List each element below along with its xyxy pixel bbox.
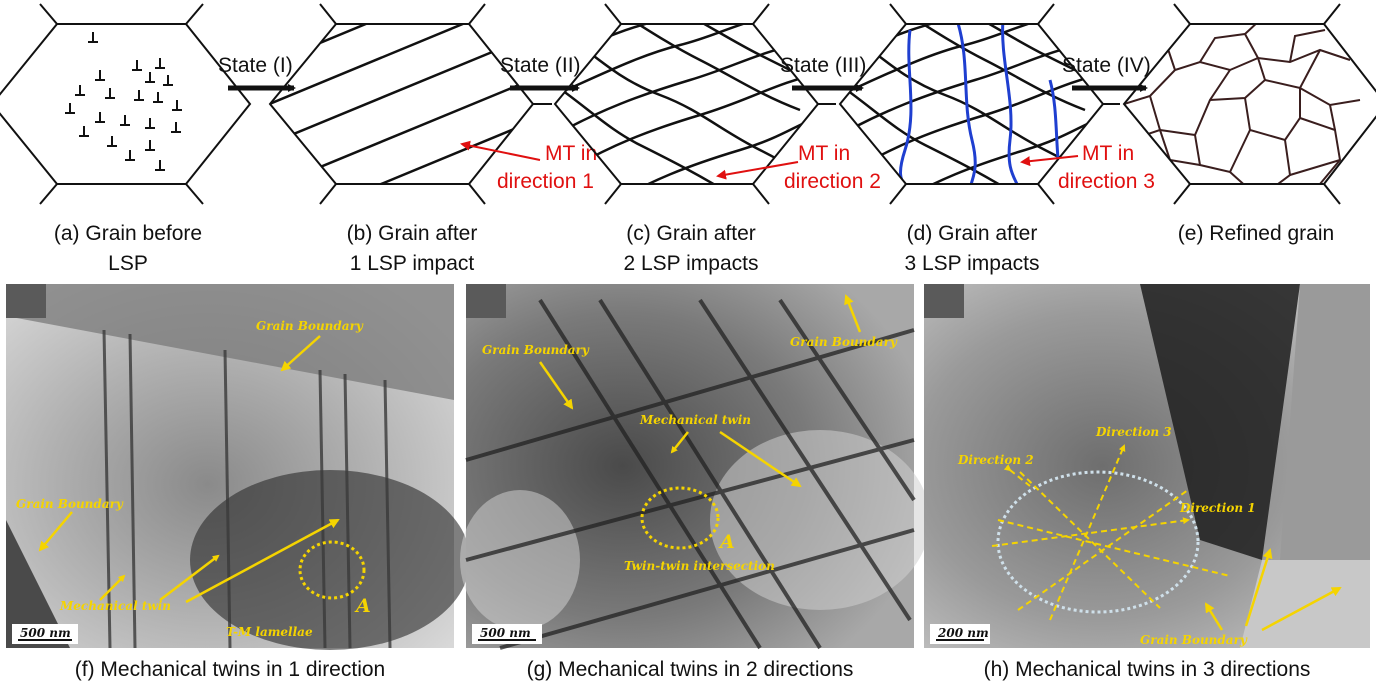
h-direction-2-label: Direction 2 <box>957 453 1034 467</box>
caption-f: (f) Mechanical twins in 1 direction <box>75 658 385 681</box>
caption-e-line1: (e) Refined grain <box>1178 222 1334 245</box>
g-region-a-label: A <box>718 531 735 553</box>
mt-label-3-line2: direction 3 <box>1058 170 1155 193</box>
top-captions: (a) Grain before LSP (b) Grain after 1 L… <box>54 222 1334 275</box>
micrograph-f: Grain Boundary Grain Boundary Mechanical… <box>6 284 470 650</box>
micrograph-g: Grain Boundary Grain Boundary Mechanical… <box>460 284 930 650</box>
g-grain-boundary-left-label: Grain Boundary <box>482 343 590 357</box>
g-grain-boundary-right-label: Grain Boundary <box>790 335 898 349</box>
f-region-a-label: A <box>354 595 371 617</box>
mt-label-3-line1: MT in <box>1082 142 1134 165</box>
micrograph-h: Direction 3 Direction 2 Direction 1 Grai… <box>924 284 1370 648</box>
state-label-4: State (IV) <box>1062 54 1151 77</box>
f-annotations: Grain Boundary Grain Boundary Mechanical… <box>16 319 371 639</box>
caption-h: (h) Mechanical twins in 3 directions <box>984 658 1311 681</box>
f-grain-boundary-top-label: Grain Boundary <box>256 319 364 333</box>
mt-label-3: MT in direction 3 <box>1020 142 1155 193</box>
state-label-1: State (I) <box>218 54 293 77</box>
caption-c-line2: 2 LSP impacts <box>623 252 758 275</box>
mt-label-2-line2: direction 2 <box>784 170 881 193</box>
g-mechanical-twin-label: Mechanical twin <box>639 413 751 427</box>
caption-a-line2: LSP <box>108 252 148 275</box>
grain-diagram-a <box>0 3 252 205</box>
mt-label-2: MT in direction 2 <box>716 142 881 193</box>
h-annotations: Direction 3 Direction 2 Direction 1 Grai… <box>957 425 1342 647</box>
caption-b-line1: (b) Grain after <box>347 222 478 245</box>
g-intersection-label: Twin-twin intersection <box>624 559 775 573</box>
f-lamellae-label: T-M lamellae <box>226 625 313 639</box>
mt-label-1-line1: MT in <box>545 142 597 165</box>
caption-c-line1: (c) Grain after <box>626 222 756 245</box>
h-direction-3-label: Direction 3 <box>1095 425 1172 439</box>
state-arrow-2: State (II) <box>500 54 581 92</box>
grain-diagram-e <box>1122 3 1376 205</box>
bottom-captions: (f) Mechanical twins in 1 direction (g) … <box>75 658 1311 681</box>
f-scale-bar-label: 500 nm <box>20 626 71 640</box>
h-scale-bar: 200 nm <box>930 624 990 644</box>
grain-diagram-d <box>838 3 1120 205</box>
caption-g: (g) Mechanical twins in 2 directions <box>527 658 854 681</box>
g-scale-bar: 500 nm <box>472 624 542 644</box>
g-annotations: Grain Boundary Grain Boundary Mechanical… <box>482 294 898 573</box>
f-grain-boundary-left-label: Grain Boundary <box>16 497 124 511</box>
state-arrow-4: State (IV) <box>1062 54 1151 92</box>
dislocation-symbols <box>65 32 182 171</box>
h-direction-1-label: Direction 1 <box>1179 501 1256 515</box>
h-scale-bar-label: 200 nm <box>937 626 989 640</box>
mt-label-1: MT in direction 1 <box>460 140 597 193</box>
f-mechanical-twin-label: Mechanical twin <box>59 599 171 613</box>
state-label-3: State (III) <box>780 54 866 77</box>
caption-d-line2: 3 LSP impacts <box>904 252 1039 275</box>
caption-d-line1: (d) Grain after <box>907 222 1038 245</box>
mt-label-2-line1: MT in <box>798 142 850 165</box>
state-arrow-1: State (I) <box>218 54 296 92</box>
state-arrow-3: State (III) <box>780 54 866 92</box>
state-label-2: State (II) <box>500 54 581 77</box>
grain-diagram-b <box>268 3 552 205</box>
g-scale-bar-label: 500 nm <box>480 626 531 640</box>
caption-a-line1: (a) Grain before <box>54 222 202 245</box>
f-scale-bar: 500 nm <box>12 624 78 644</box>
mt-label-1-line2: direction 1 <box>497 170 594 193</box>
h-grain-boundary-label: Grain Boundary <box>1140 633 1248 647</box>
caption-b-line2: 1 LSP impact <box>350 252 475 275</box>
